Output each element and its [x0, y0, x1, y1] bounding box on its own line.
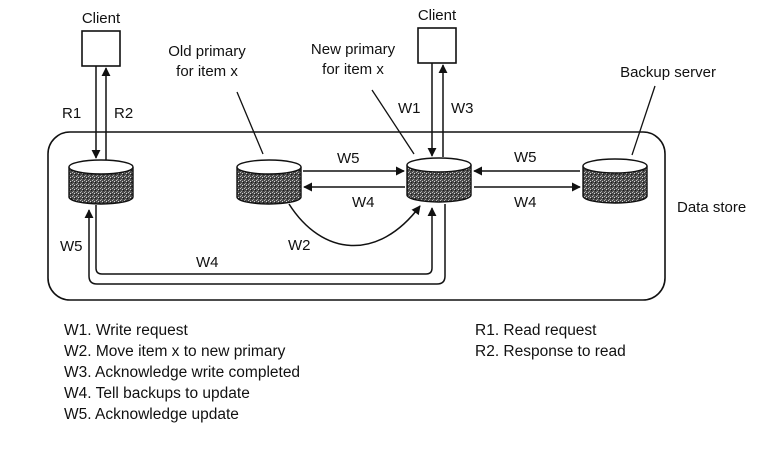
client-left-box — [81, 30, 121, 67]
edge-label-w2: W2 — [288, 237, 311, 254]
data-store-label: Data store — [677, 199, 746, 216]
edge-label-r2: R2 — [114, 105, 133, 122]
edge-label-w5-backup: W5 — [514, 149, 537, 166]
legend-read-steps: R1. Read request R2. Response to read — [475, 320, 626, 362]
legend-item-w2: W2. Move item x to new primary — [64, 343, 286, 360]
edge-label-w5-left: W5 — [60, 238, 83, 255]
legend-item-w5: W5. Acknowledge update — [64, 406, 239, 423]
edge-label-w5-old: W5 — [337, 150, 360, 167]
client-left-label: Client — [82, 10, 121, 27]
edge-label-r1: R1 — [62, 105, 81, 122]
leader-new-primary — [371, 89, 415, 155]
new-primary-label-line1: New primary — [311, 41, 396, 58]
legend-item-w1: W1. Write request — [64, 322, 188, 339]
leader-backup-server — [631, 85, 656, 156]
leader-old-primary — [236, 91, 264, 155]
legend-write-steps: W1. Write request W2. Move item x to new… — [64, 320, 300, 425]
new-primary-label-line2: for item x — [322, 61, 384, 78]
edge-label-w1: W1 — [398, 100, 421, 117]
disk-left — [68, 159, 134, 205]
old-primary-label-line2: for item x — [176, 63, 238, 80]
arrow-w4-new-to-left — [84, 204, 446, 285]
edge-label-w4-bottom: W4 — [196, 254, 219, 271]
disk-old-primary — [236, 159, 302, 205]
disk-new-primary — [406, 157, 472, 203]
legend-item-w4: W4. Tell backups to update — [64, 385, 250, 402]
old-primary-label-line1: Old primary — [168, 43, 246, 60]
edge-label-w3: W3 — [451, 100, 474, 117]
arrow-w5-left-to-new — [95, 205, 437, 275]
edge-label-w4-old: W4 — [352, 194, 375, 211]
client-right-box — [417, 27, 457, 64]
legend-item-r2: R2. Response to read — [475, 343, 626, 360]
client-right-label: Client — [418, 7, 457, 24]
data-store-boundary — [47, 131, 666, 301]
legend-item-w3: W3. Acknowledge write completed — [64, 364, 301, 381]
backup-server-label: Backup server — [620, 64, 716, 81]
legend-item-r1: R1. Read request — [475, 322, 597, 339]
arrow-w2 — [288, 203, 421, 247]
disk-backup-server — [582, 158, 648, 204]
edge-label-w4-backup: W4 — [514, 194, 537, 211]
